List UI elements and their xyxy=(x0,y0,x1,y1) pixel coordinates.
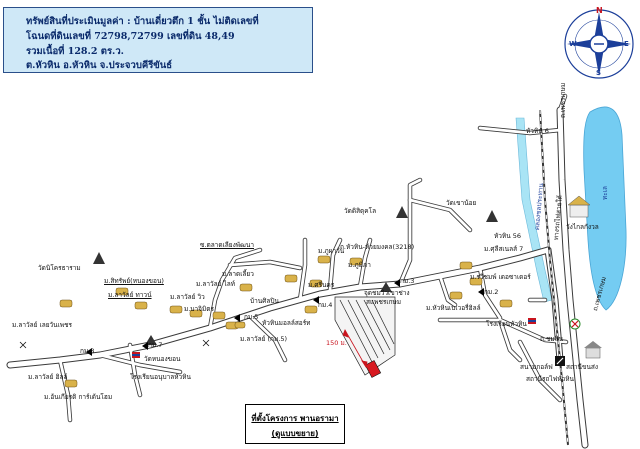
label-lawan-light: ม.ลาวัลย์ ไลท์ xyxy=(196,280,236,288)
label-school: โรงเรียนหัวหิน xyxy=(486,320,527,328)
label-khaonoi: วัดเขาน้อย xyxy=(446,199,477,207)
project-location-box[interactable]: ที่ตั้งโครงการ พานอรามา (ดูแบบขยาย) xyxy=(245,404,345,444)
info-line-1: ทรัพย์สินที่ประเมินมูลค่า : บ้านเดี่ยวตึ… xyxy=(26,16,259,27)
label-bajjima: ม.บาจิมิตร xyxy=(184,305,214,313)
label-road-top: ถ.เพชรเกษม xyxy=(559,82,567,118)
project-title: ที่ตั้งโครงการ พานอรามา xyxy=(251,414,339,423)
label-phetkasem: สแพชรเกษม xyxy=(366,298,402,306)
label-riviera: ม.รวีชมพ์ เดอซาเดอร์ xyxy=(470,273,531,281)
compass-rose xyxy=(564,9,634,79)
golf-icon xyxy=(555,356,565,366)
label-lawan-hill: ม.ลาวัลย์ ฮิลล์ xyxy=(28,373,68,381)
label-ankiat: ม.อ้นเกียรติ การ์เด้นโฮม xyxy=(44,393,113,401)
label-tmaestro: สถานีขนส่ง xyxy=(566,363,599,371)
housing-markers xyxy=(59,255,513,388)
label-ladsilew: ม.ลาดเลี้ยว xyxy=(222,270,254,278)
road-fills-minor xyxy=(58,94,568,422)
road-outlines-minor xyxy=(57,93,569,423)
label-km2: กม.2 xyxy=(484,288,499,296)
label-watwanya: วัดนิโครธาราม xyxy=(38,264,81,272)
label-km5b: ม.ลาวัลย์ (กม.5) xyxy=(240,335,287,343)
project-subtitle: (ดูแบบขยาย) xyxy=(271,429,319,438)
label-distance: 150 ม. xyxy=(326,339,347,347)
km-markers xyxy=(86,279,484,356)
palace-icon xyxy=(567,195,591,218)
label-lawan-town: ม.ลาวัลย์ ทาวน์ xyxy=(108,291,152,299)
label-huahin56: หัวหิน 56 xyxy=(494,232,521,240)
label-phuwan: ม.ภูผาวัน xyxy=(318,247,345,255)
label-km8: กม.8 xyxy=(80,347,95,355)
label-huahinmall: หัวหินมอลล์สอร์ท xyxy=(262,319,311,327)
label-km4: กม.4 xyxy=(318,301,333,309)
label-km3: กม.3 xyxy=(400,277,415,285)
label-sea: ทะเล xyxy=(601,186,609,200)
intersection-cross xyxy=(19,339,210,349)
label-subject: จุดชมวิวเขาช่าง xyxy=(364,289,410,297)
label-anuban: โรงเรียนอนุบาลหัวหิน xyxy=(130,373,191,381)
label-huahin6: หัวหิน 6 xyxy=(526,127,549,135)
label-airport: สนามกอล์ฟ xyxy=(520,363,553,371)
label-srikong: ม.ศรีนคร xyxy=(308,281,335,289)
compass-north-label: N xyxy=(596,6,603,15)
label-lawan-pet: ม.ลาวัลย์ เลยวันเพชร xyxy=(12,321,73,329)
label-harbor: ม.หัวหินเบเวอรี่ฮิลล์ xyxy=(426,304,481,312)
label-km5a: กม.5 xyxy=(244,313,259,321)
info-line-3: รวมเนื้อที่ 128.2 ตร.ว. xyxy=(26,46,124,57)
label-hamaen: ถ.ชมสิน xyxy=(540,335,564,343)
school-flags xyxy=(132,318,536,358)
distance-arrow xyxy=(342,328,368,369)
project-site xyxy=(334,296,396,376)
label-huaysok: ถ.หัวหิน-ห้วยมงคล(3218) xyxy=(340,243,415,251)
label-nongkhon: วัดหนองขอน xyxy=(144,355,181,363)
subject-property xyxy=(364,360,382,378)
label-phuta: ม.ภูมิภา xyxy=(348,261,371,269)
label-station: สถานีรถไฟหัวหิน xyxy=(526,375,574,383)
compass-south-label: S xyxy=(596,69,602,77)
railway-line xyxy=(539,109,569,446)
hospital-icon xyxy=(569,318,581,330)
label-sithap: ม.สิทรัพย์(หนองขอน) xyxy=(104,277,164,285)
compass-west-label: W xyxy=(569,40,577,48)
label-km7: กม.7 xyxy=(148,341,163,349)
station-icon xyxy=(584,341,602,359)
label-lawan-view: ม.ลาวัลย์ วิว xyxy=(170,293,205,301)
sea-area xyxy=(583,106,627,311)
compass-east-label: E xyxy=(624,40,629,48)
property-info-box: ทรัพย์สินที่ประเมินมูลค่า : บ้านเดี่ยวตึ… xyxy=(3,7,313,73)
label-watdit: วัดดิสิตุคโล xyxy=(344,207,377,215)
label-baansilpa: บ้านศิลปิน xyxy=(250,297,279,305)
info-line-2: โฉนดที่ดินเลขที่ 72798,72799 เลขที่ดิน 4… xyxy=(26,31,235,42)
label-hotel: วังไกลกังวล xyxy=(566,223,599,231)
label-prateep: ม.ศุลีสเนลส์ 7 xyxy=(484,245,524,253)
label-talat: ซ.ตลาดเลียงพัฒนา xyxy=(200,241,254,249)
info-line-4: ต.หัวหิน อ.หัวหิน จ.ประจวบคีรีขันธ์ xyxy=(26,60,173,71)
